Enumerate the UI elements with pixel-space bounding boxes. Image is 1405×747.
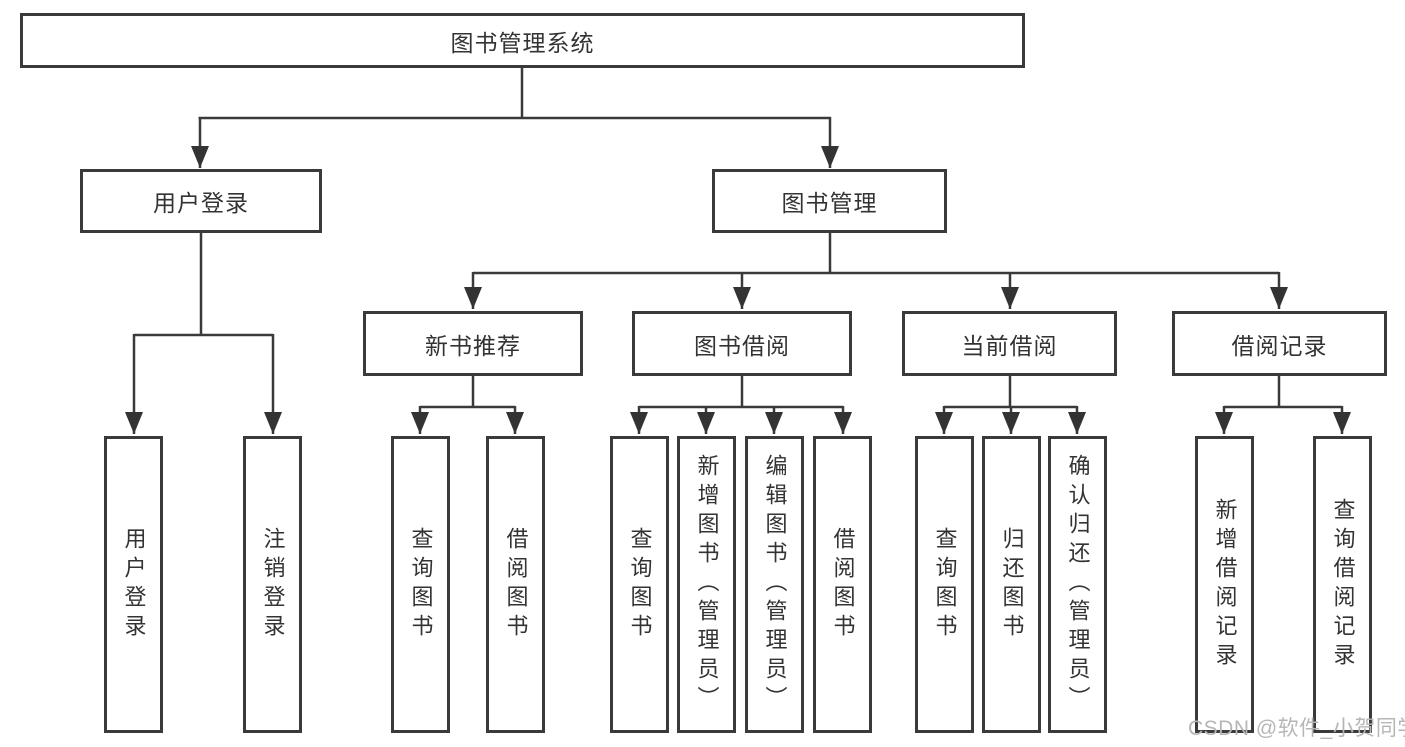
- leaf-query-borrow-record: 查询借阅记录: [1313, 436, 1372, 733]
- leaf-confirm-return-admin: 确认归还（管理员）: [1048, 436, 1107, 733]
- leaf-borrow-books: 借阅图书: [813, 436, 872, 733]
- node-current-borrowing: 当前借阅: [902, 311, 1117, 376]
- node-borrowing-records: 借阅记录: [1172, 311, 1387, 376]
- node-book-borrowing: 图书借阅: [632, 311, 852, 376]
- leaf-return-books: 归还图书: [982, 436, 1041, 733]
- leaf-logout: 注销登录: [243, 436, 302, 733]
- leaf-edit-book-admin: 编辑图书（管理员）: [745, 436, 804, 733]
- leaf-add-book-admin: 新增图书（管理员）: [677, 436, 736, 733]
- node-user-login: 用户登录: [80, 169, 322, 233]
- leaf-query-books-recommend: 查询图书: [391, 436, 450, 733]
- leaf-user-login: 用户登录: [104, 436, 163, 733]
- leaf-query-books-current: 查询图书: [915, 436, 974, 733]
- node-new-book-recommend: 新书推荐: [363, 311, 583, 376]
- node-book-management: 图书管理: [712, 169, 947, 233]
- leaf-borrow-books-recommend: 借阅图书: [486, 436, 545, 733]
- leaf-query-books-borrowing: 查询图书: [610, 436, 669, 733]
- watermark-text: CSDN @软件_小贺同学: [1188, 717, 1405, 740]
- leaf-add-borrow-record: 新增借阅记录: [1195, 436, 1254, 733]
- node-library-management-system: 图书管理系统: [20, 13, 1025, 68]
